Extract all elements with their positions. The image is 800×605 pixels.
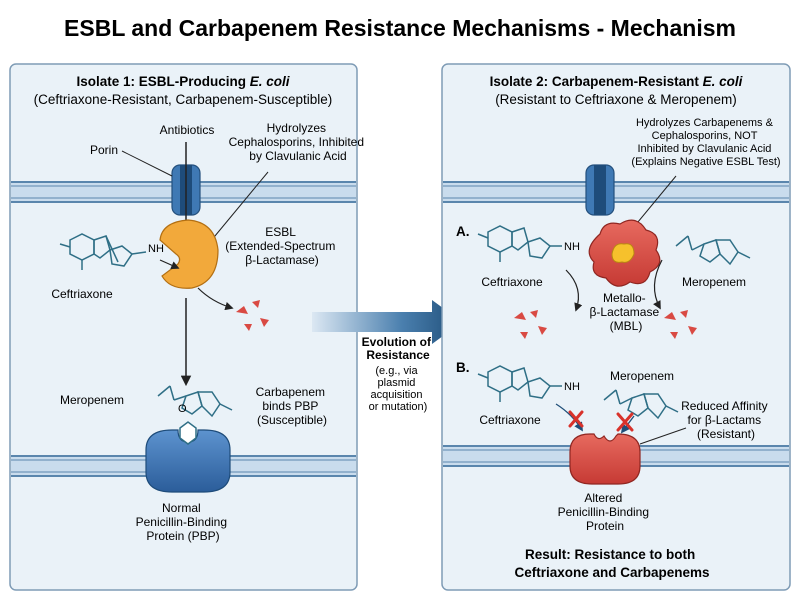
ceftriaxone-molecule-right-a xyxy=(477,225,562,262)
ceftriaxone-nh-right-a: NH xyxy=(564,241,580,253)
antibiotics-label: Antibiotics xyxy=(160,123,215,137)
evolution-label: Evolution of Resistance xyxy=(362,335,435,362)
esbl-hydrolyzes-note: Hydrolyzes Cephalosporins, Inhibited by … xyxy=(229,121,368,163)
evolution-detail: (e.g., via plasmid acquisition or mutati… xyxy=(369,365,428,413)
reduced-affinity-pointer xyxy=(639,427,687,445)
meropenem-molecule-left xyxy=(157,385,233,418)
left-panel-heading: Isolate 1: ESBL-Producing E. coli xyxy=(76,74,289,89)
ceftriaxone-nh-left: NH xyxy=(148,243,164,255)
right-panel: Isolate 2: Carbapenem-Resistant E. coli … xyxy=(441,63,791,591)
block-x-icon-meropenem xyxy=(616,412,634,432)
mbl-hydrolysis-arrow-right xyxy=(653,259,663,310)
right-panel-heading: Isolate 2: Carbapenem-Resistant E. coli xyxy=(490,74,743,89)
normal-pbp-label: Normal Penicillin-Binding Protein (PBP) xyxy=(136,501,231,543)
left-panel: Isolate 1: ESBL-Producing E. coli (Ceftr… xyxy=(9,63,368,591)
page-title: ESBL and Carbapenem Resistance Mechanism… xyxy=(64,15,736,41)
reduced-affinity-note: Reduced Affinity for β-Lactams (Resistan… xyxy=(681,399,771,441)
mbl-zinc-site xyxy=(611,243,635,263)
esbl-note-pointer xyxy=(204,171,269,249)
mbl-hydrolysis-arrow-left xyxy=(565,269,583,312)
ceftriaxone-label-left: Ceftriaxone xyxy=(51,287,113,301)
evolution-arrow-group: Evolution of Resistance (e.g., via plasm… xyxy=(312,300,462,413)
porin-label: Porin xyxy=(90,143,118,157)
meropenem-label-right-b: Meropenem xyxy=(610,369,674,383)
altered-pbp-label: Altered Penicillin-Binding Protein xyxy=(558,491,653,533)
normal-pbp-shape xyxy=(145,429,231,493)
mbl-label: Metallo- β-Lactamase (MBL) xyxy=(590,291,663,333)
meropenem-molecule-right-b xyxy=(603,389,679,420)
meropenem-molecule-right-a xyxy=(675,235,751,266)
ceftriaxone-label-right-b: Ceftriaxone xyxy=(479,413,541,427)
ceftriaxone-fragments-left xyxy=(236,300,269,331)
esbl-label: ESBL (Extended-Spectrum β-Lactamase) xyxy=(225,225,338,267)
ceftriaxone-molecule-left xyxy=(59,233,147,270)
mbl-hydrolyzes-note: Hydrolyzes Carbapenems & Cephalosporins,… xyxy=(631,117,780,168)
marker-b: B. xyxy=(456,360,470,375)
meropenem-label-right-a: Meropenem xyxy=(682,275,746,289)
ceftriaxone-blocked-arrow xyxy=(555,403,583,432)
evolution-big-arrow xyxy=(312,300,462,344)
block-x-icon-ceftriaxone xyxy=(568,410,584,428)
ceftriaxone-label-right-a: Ceftriaxone xyxy=(481,275,543,289)
evolution-label-bg xyxy=(360,332,432,410)
result-summary: Result: Resistance to both Ceftriaxone a… xyxy=(514,547,709,580)
ceftriaxone-nh-right-b: NH xyxy=(564,381,580,393)
left-panel-subheading: (Ceftriaxone-Resistant, Carbapenem-Susce… xyxy=(34,92,333,107)
ceftriaxone-molecule-right-b xyxy=(477,365,562,402)
porin-channel-right xyxy=(585,164,615,216)
meropenem-label-left: Meropenem xyxy=(60,393,124,407)
porin-pointer xyxy=(121,150,173,177)
meropenem-fragments-right xyxy=(664,310,697,339)
right-panel-subheading: (Resistant to Ceftriaxone & Meropenem) xyxy=(495,92,737,107)
marker-a: A. xyxy=(456,224,470,239)
meropenem-oxo-left: O xyxy=(178,403,187,415)
right-outer-membrane xyxy=(443,181,789,203)
ceftriaxone-fragments-right xyxy=(514,310,547,339)
altered-pbp-shape xyxy=(569,433,641,485)
ceftriaxone-to-esbl-arrow xyxy=(159,259,180,270)
bound-meropenem-ring xyxy=(179,421,197,445)
carbapenem-binds-note: Carbapenem binds PBP (Susceptible) xyxy=(256,385,329,427)
esbl-hydrolysis-arrow xyxy=(197,287,234,311)
